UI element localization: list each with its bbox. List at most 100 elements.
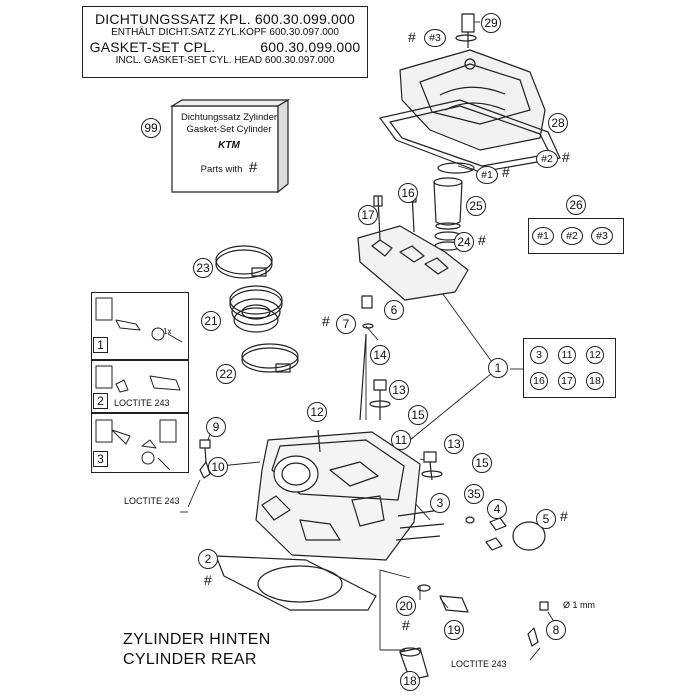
hash-mark: #	[562, 149, 570, 165]
callout-2: 2	[198, 549, 218, 569]
cylinder-head-drawing	[255, 429, 445, 561]
callout-16: 16	[398, 183, 418, 203]
kit-line-1: Dichtungssatz Zylinder	[180, 112, 278, 123]
loctite-label-step-2: LOCTITE 243	[114, 398, 170, 408]
callout-7: 7	[336, 314, 356, 334]
temperature-sensor-drawing	[417, 584, 469, 613]
callout-29: 29	[481, 13, 501, 33]
bolt-13-upper-drawing	[369, 379, 391, 420]
ktm-logo: KTM	[218, 140, 240, 151]
callout-20: 20	[396, 596, 416, 616]
washer-35-drawing	[465, 516, 475, 524]
bolt-13-lower-drawing	[421, 451, 443, 481]
step-1-box	[91, 292, 189, 360]
intake-clamp-bottom-drawing	[241, 343, 299, 373]
valve-cover-drawing	[399, 13, 546, 151]
callout-5: 5	[536, 509, 556, 529]
callout-21: 21	[201, 311, 221, 331]
callout-19: 19	[444, 620, 464, 640]
hash-mark: #	[322, 313, 330, 329]
group-26-box	[528, 218, 624, 254]
kit-parts-with-label: Parts with	[200, 164, 243, 175]
hash-mark: #	[502, 164, 510, 180]
callout-1: 1	[488, 358, 508, 378]
callout-15-lower: 15	[472, 453, 492, 473]
group-1-item-16: 16	[530, 372, 548, 390]
kit-box-outline	[170, 98, 291, 194]
caption-line-1: ZYLINDER HINTEN	[123, 631, 271, 648]
intake-manifold-drawing	[229, 285, 283, 333]
caption-line-2: CYLINDER REAR	[123, 651, 257, 668]
plug-18-drawing	[399, 647, 429, 681]
callout-8: 8	[546, 620, 566, 640]
group-1-item-3: 3	[530, 346, 548, 364]
callout-14: 14	[370, 345, 390, 365]
dimension-label: Ø 1 mm	[563, 600, 596, 610]
kit-hash-mark: #	[249, 159, 258, 176]
bolt-9-drawing	[199, 439, 211, 479]
group-1-item-11: 11	[558, 346, 576, 364]
title-line-4: INCL. GASKET-SET CYL. HEAD 600.30.097.00…	[115, 55, 335, 66]
kit-line-2: Gasket-Set Cylinder	[186, 124, 272, 135]
loctite-label-bottom: LOCTITE 243	[451, 659, 507, 669]
title-line-2: ENTHÄLT DICHT.SATZ ZYL.KOPF 600.30.097.0…	[111, 27, 339, 38]
group-1-item-12: 12	[586, 346, 604, 364]
title-line-3: GASKET-SET CPL. 600.30.099.000	[89, 39, 361, 55]
intake-clamp-top-drawing	[215, 245, 273, 279]
loctite-label-left: LOCTITE 243	[124, 496, 180, 506]
callout-3-hash: #3	[424, 29, 446, 47]
group-26-item-2: #2	[561, 227, 583, 245]
gasket-set-title-box: DICHTUNGSSATZ KPL. 600.30.099.000 ENTHÄL…	[82, 6, 368, 78]
camshaft-carrier-drawing	[357, 191, 469, 301]
cylinder-stud-drawing	[359, 295, 374, 421]
callout-13-lower: 13	[444, 434, 464, 454]
group-1-item-17: 17	[558, 372, 576, 390]
group-1-item-18: 18	[586, 372, 604, 390]
hash-mark: #	[408, 29, 416, 45]
step-2-illustration	[95, 365, 181, 393]
step-1-number: 1	[93, 337, 108, 353]
rotation-label: 1x	[163, 327, 172, 336]
step-3-box	[91, 413, 189, 473]
group-1-box	[523, 338, 616, 398]
callout-22: 22	[216, 364, 236, 384]
step-2-box	[91, 360, 189, 413]
callout-26: 26	[566, 195, 586, 215]
title-line-1: DICHTUNGSSATZ KPL. 600.30.099.000	[94, 11, 355, 27]
hash-mark: #	[204, 572, 212, 588]
callout-17: 17	[358, 205, 378, 225]
callout-10: 10	[208, 457, 228, 477]
callout-3: 3	[430, 493, 450, 513]
callout-6: 6	[384, 300, 404, 320]
step-2-number: 2	[93, 393, 108, 409]
step-3-illustration	[95, 419, 177, 471]
callout-18: 18	[400, 671, 420, 691]
callout-9: 9	[206, 417, 226, 437]
callout-28: 28	[548, 113, 568, 133]
callout-4: 4	[487, 499, 507, 519]
head-gasket-drawing	[215, 555, 377, 611]
step-3-number: 3	[93, 451, 108, 467]
step-1-illustration	[95, 297, 183, 343]
callout-12: 12	[307, 402, 327, 422]
hash-mark: #	[560, 508, 568, 524]
hash-mark: #	[478, 232, 486, 248]
callout-99: 99	[141, 118, 161, 138]
callout-35: 35	[464, 484, 484, 504]
callout-11: 11	[391, 430, 411, 450]
callout-13-upper: 13	[389, 380, 409, 400]
callout-24: 24	[454, 232, 474, 252]
callout-2-hash: #2	[536, 150, 558, 168]
callout-15-upper: 15	[408, 405, 428, 425]
callout-23: 23	[193, 258, 213, 278]
callout-1-hash: #1	[476, 166, 498, 184]
gasket-kit-package: Dichtungssatz Zylinder Gasket-Set Cylind…	[170, 98, 291, 194]
group-26-item-1: #1	[532, 227, 554, 245]
callout-25: 25	[466, 196, 486, 216]
hash-mark: #	[402, 617, 410, 633]
o-ring-5-drawing	[512, 521, 546, 551]
kit-line-3: Parts with #	[172, 159, 286, 176]
group-26-item-3: #3	[591, 227, 613, 245]
screw-8-drawing	[527, 601, 549, 647]
nut-4-drawing	[485, 517, 507, 551]
